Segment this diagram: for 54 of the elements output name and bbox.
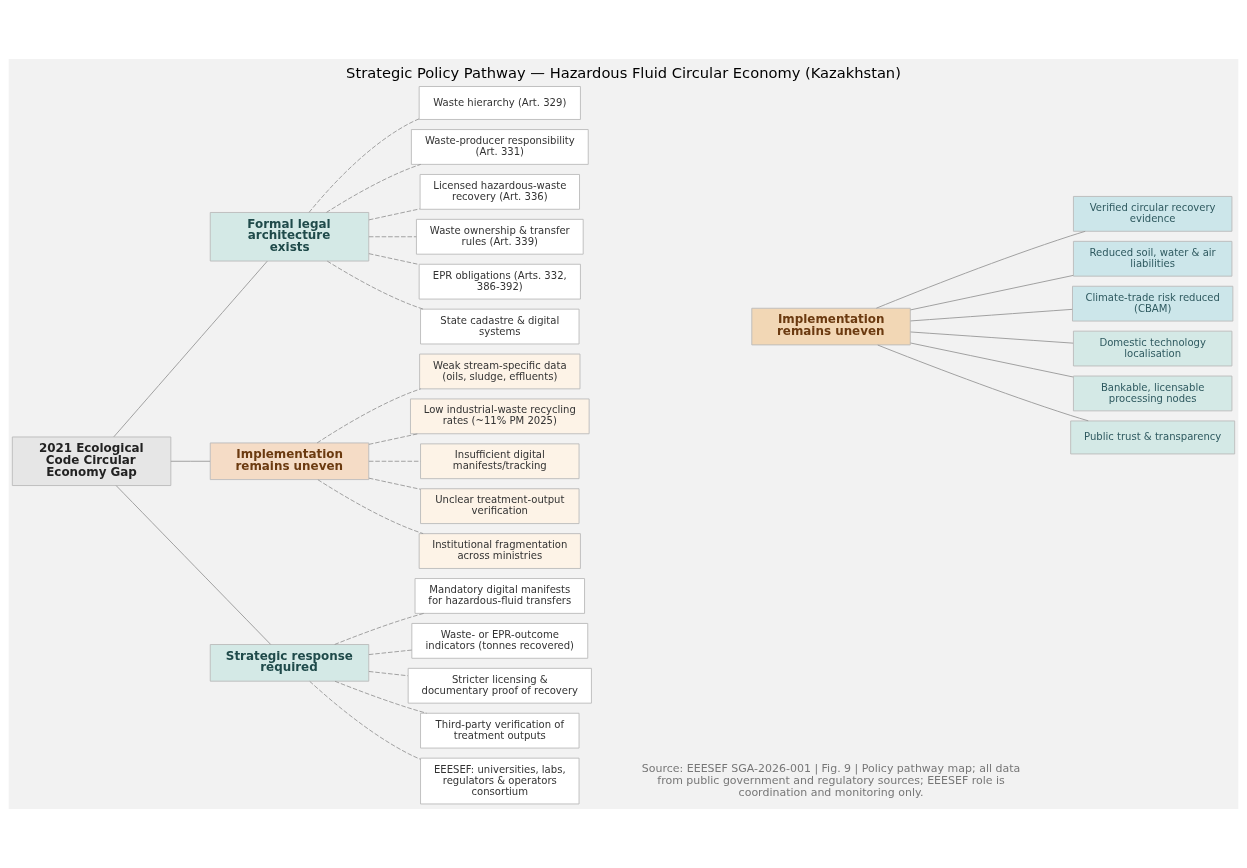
node-box: Insufficient digital manifests/tracking	[420, 443, 580, 480]
node-box: Waste-producer responsibility (Art. 331)	[410, 129, 589, 165]
connector	[334, 612, 425, 645]
node-box: Institutional fragmentation across ministries	[418, 533, 581, 569]
node-box: Unclear treatment-output verification	[420, 488, 580, 525]
connector	[875, 230, 1086, 309]
connector	[368, 208, 421, 221]
caption: Source: EEESEF SGA-2026-001 | Fig. 9 | Policy pathway map; all data from public government and regulatory sources; EEESEF role is coordination and monitoring only.	[641, 761, 1021, 799]
node-box: 2021 Ecological Code Circular Economy Gap	[11, 436, 172, 486]
node-box: Strategic response required	[209, 644, 370, 682]
connector	[316, 388, 422, 444]
connector	[317, 479, 424, 535]
connector	[334, 680, 428, 714]
node-box: Stricter licensing & documentary proof of recovery	[407, 667, 592, 704]
connector	[368, 253, 420, 265]
node-box: Waste ownership & transfer rules (Art. 339)	[415, 218, 584, 255]
connector	[368, 649, 413, 656]
node-box: Climate-trade risk reduced (CBAM)	[1072, 285, 1234, 322]
connector	[910, 274, 1074, 311]
node-box: Licensed hazardous-waste recovery (Art. 336)	[419, 174, 580, 210]
node-box: EEESEF: universities, labs, regulators & operators consortium	[420, 757, 580, 805]
connector	[910, 342, 1074, 378]
node-box: Waste hierarchy (Art. 329)	[418, 86, 581, 120]
diagram-title: Strategic Policy Pathway — Hazardous Fluid Circular Economy (Kazakhstan)	[346, 64, 901, 82]
node-box: Public trust & transparency	[1070, 420, 1236, 455]
node-box: Domestic technology localisation	[1072, 330, 1233, 367]
node-box: Formal legal architecture exists	[209, 212, 370, 262]
connector	[368, 236, 417, 238]
node-box: Third-party verification of treatment outputs	[420, 712, 580, 749]
node-box: Waste- or EPR-outcome indicators (tonnes recovered)	[411, 623, 589, 659]
node-box: State cadastre & digital systems	[420, 308, 580, 345]
node-box: Low industrial-waste recycling rates (~11% PM 2025)	[410, 398, 590, 435]
node-box: Implementation remains uneven	[751, 307, 911, 346]
node-box: Verified circular recovery evidence	[1072, 196, 1233, 232]
connector	[113, 260, 268, 438]
connector	[326, 163, 422, 213]
node-box: Reduced soil, water & air liabilities	[1072, 240, 1233, 277]
connector	[115, 485, 272, 645]
node-box: Weak stream-specific data (oils, sludge, effluents)	[419, 353, 581, 390]
connector	[368, 460, 421, 462]
connector	[368, 671, 409, 677]
connector	[368, 433, 419, 445]
connector	[308, 118, 420, 213]
node-box: Implementation remains uneven	[209, 442, 370, 481]
node-box: Bankable, licensable processing nodes	[1072, 375, 1233, 412]
connector	[877, 344, 1089, 422]
connector	[368, 477, 421, 490]
connector	[309, 680, 421, 760]
node-box: Mandatory digital manifests for hazardous-fluid transfers	[414, 578, 585, 614]
connector	[326, 260, 424, 310]
connector	[910, 308, 1073, 322]
connector	[910, 331, 1074, 344]
node-box: EPR obligations (Arts. 332, 386-392)	[418, 263, 581, 300]
connector	[170, 460, 211, 462]
